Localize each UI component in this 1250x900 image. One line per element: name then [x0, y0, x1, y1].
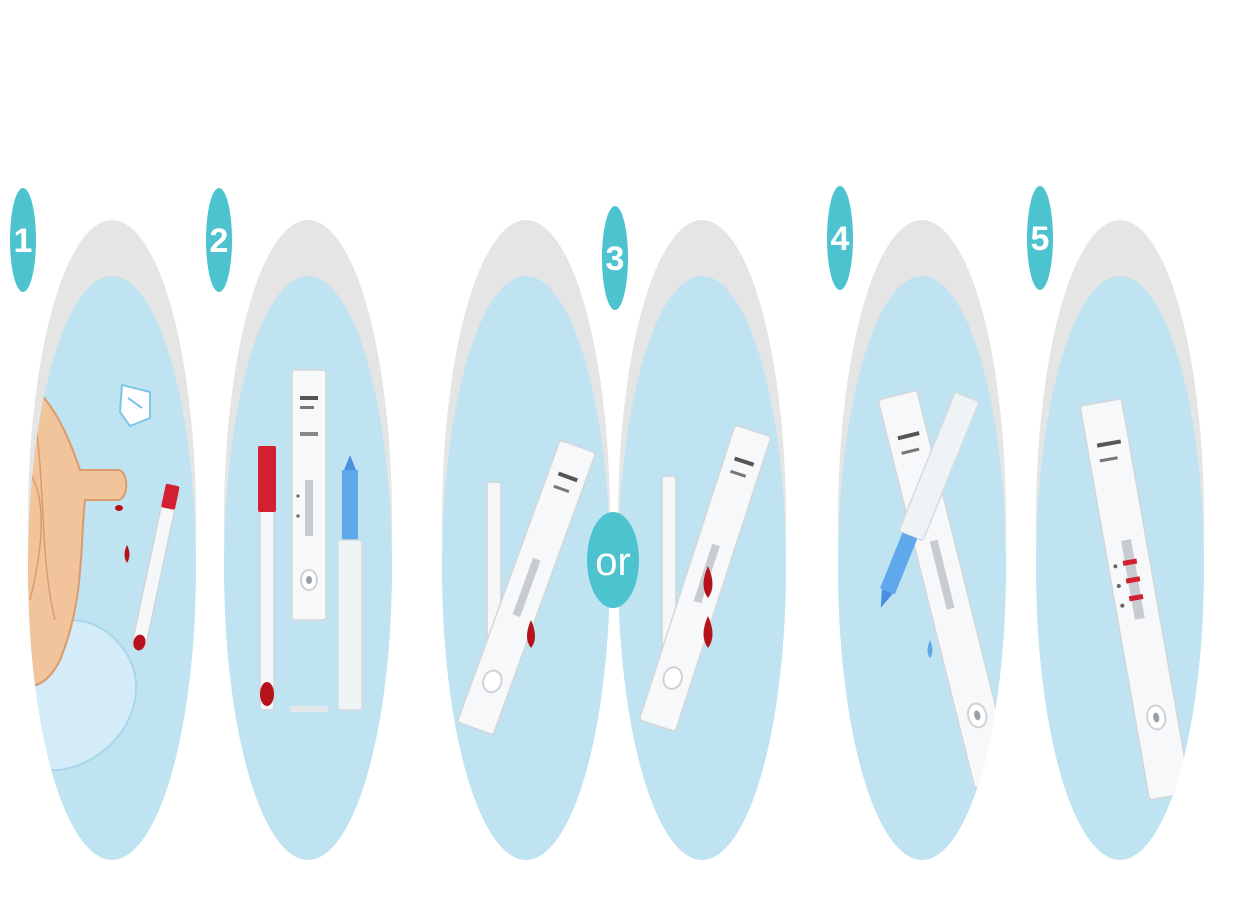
step-number: 1 — [14, 222, 33, 260]
step-number: 4 — [831, 220, 850, 258]
step-badge: 2 — [206, 188, 232, 292]
step-badge: 4 — [827, 186, 853, 290]
buffer-drop — [927, 640, 933, 658]
capillary-tube — [131, 483, 180, 651]
step-number: 3 — [606, 240, 625, 278]
buffer-bottle — [337, 455, 363, 711]
or-label: or — [595, 540, 631, 584]
step-badge: 5 — [1027, 186, 1053, 290]
test-cassette — [877, 390, 1006, 789]
test-cassette — [290, 369, 328, 712]
capillary-tube — [258, 446, 276, 711]
blood-drop — [703, 616, 713, 648]
step-badge: 1 — [10, 188, 36, 292]
step-number: 5 — [1031, 220, 1050, 258]
step-2-panel: 2 — [206, 188, 392, 860]
step-1-panel: 1 — [10, 188, 196, 860]
result-line — [1122, 558, 1138, 566]
buffer-bottle — [880, 392, 979, 608]
blood-drop — [124, 545, 130, 563]
result-line — [1125, 576, 1141, 584]
blood-drop — [703, 566, 713, 598]
or-connector-badge: or — [587, 512, 639, 608]
test-cassette — [1079, 398, 1192, 801]
step-5-panel: 5 — [1027, 186, 1204, 860]
finger-hand — [28, 378, 128, 687]
step-number: 2 — [210, 222, 229, 260]
lancet-icon — [118, 383, 151, 428]
test-cassette — [457, 440, 596, 735]
result-line — [1128, 593, 1144, 602]
step-badge: 3 — [602, 206, 628, 310]
step-4-panel: 4 — [827, 186, 1006, 860]
step-3-panel: or 3 — [442, 206, 786, 860]
blood-drop — [527, 620, 535, 648]
